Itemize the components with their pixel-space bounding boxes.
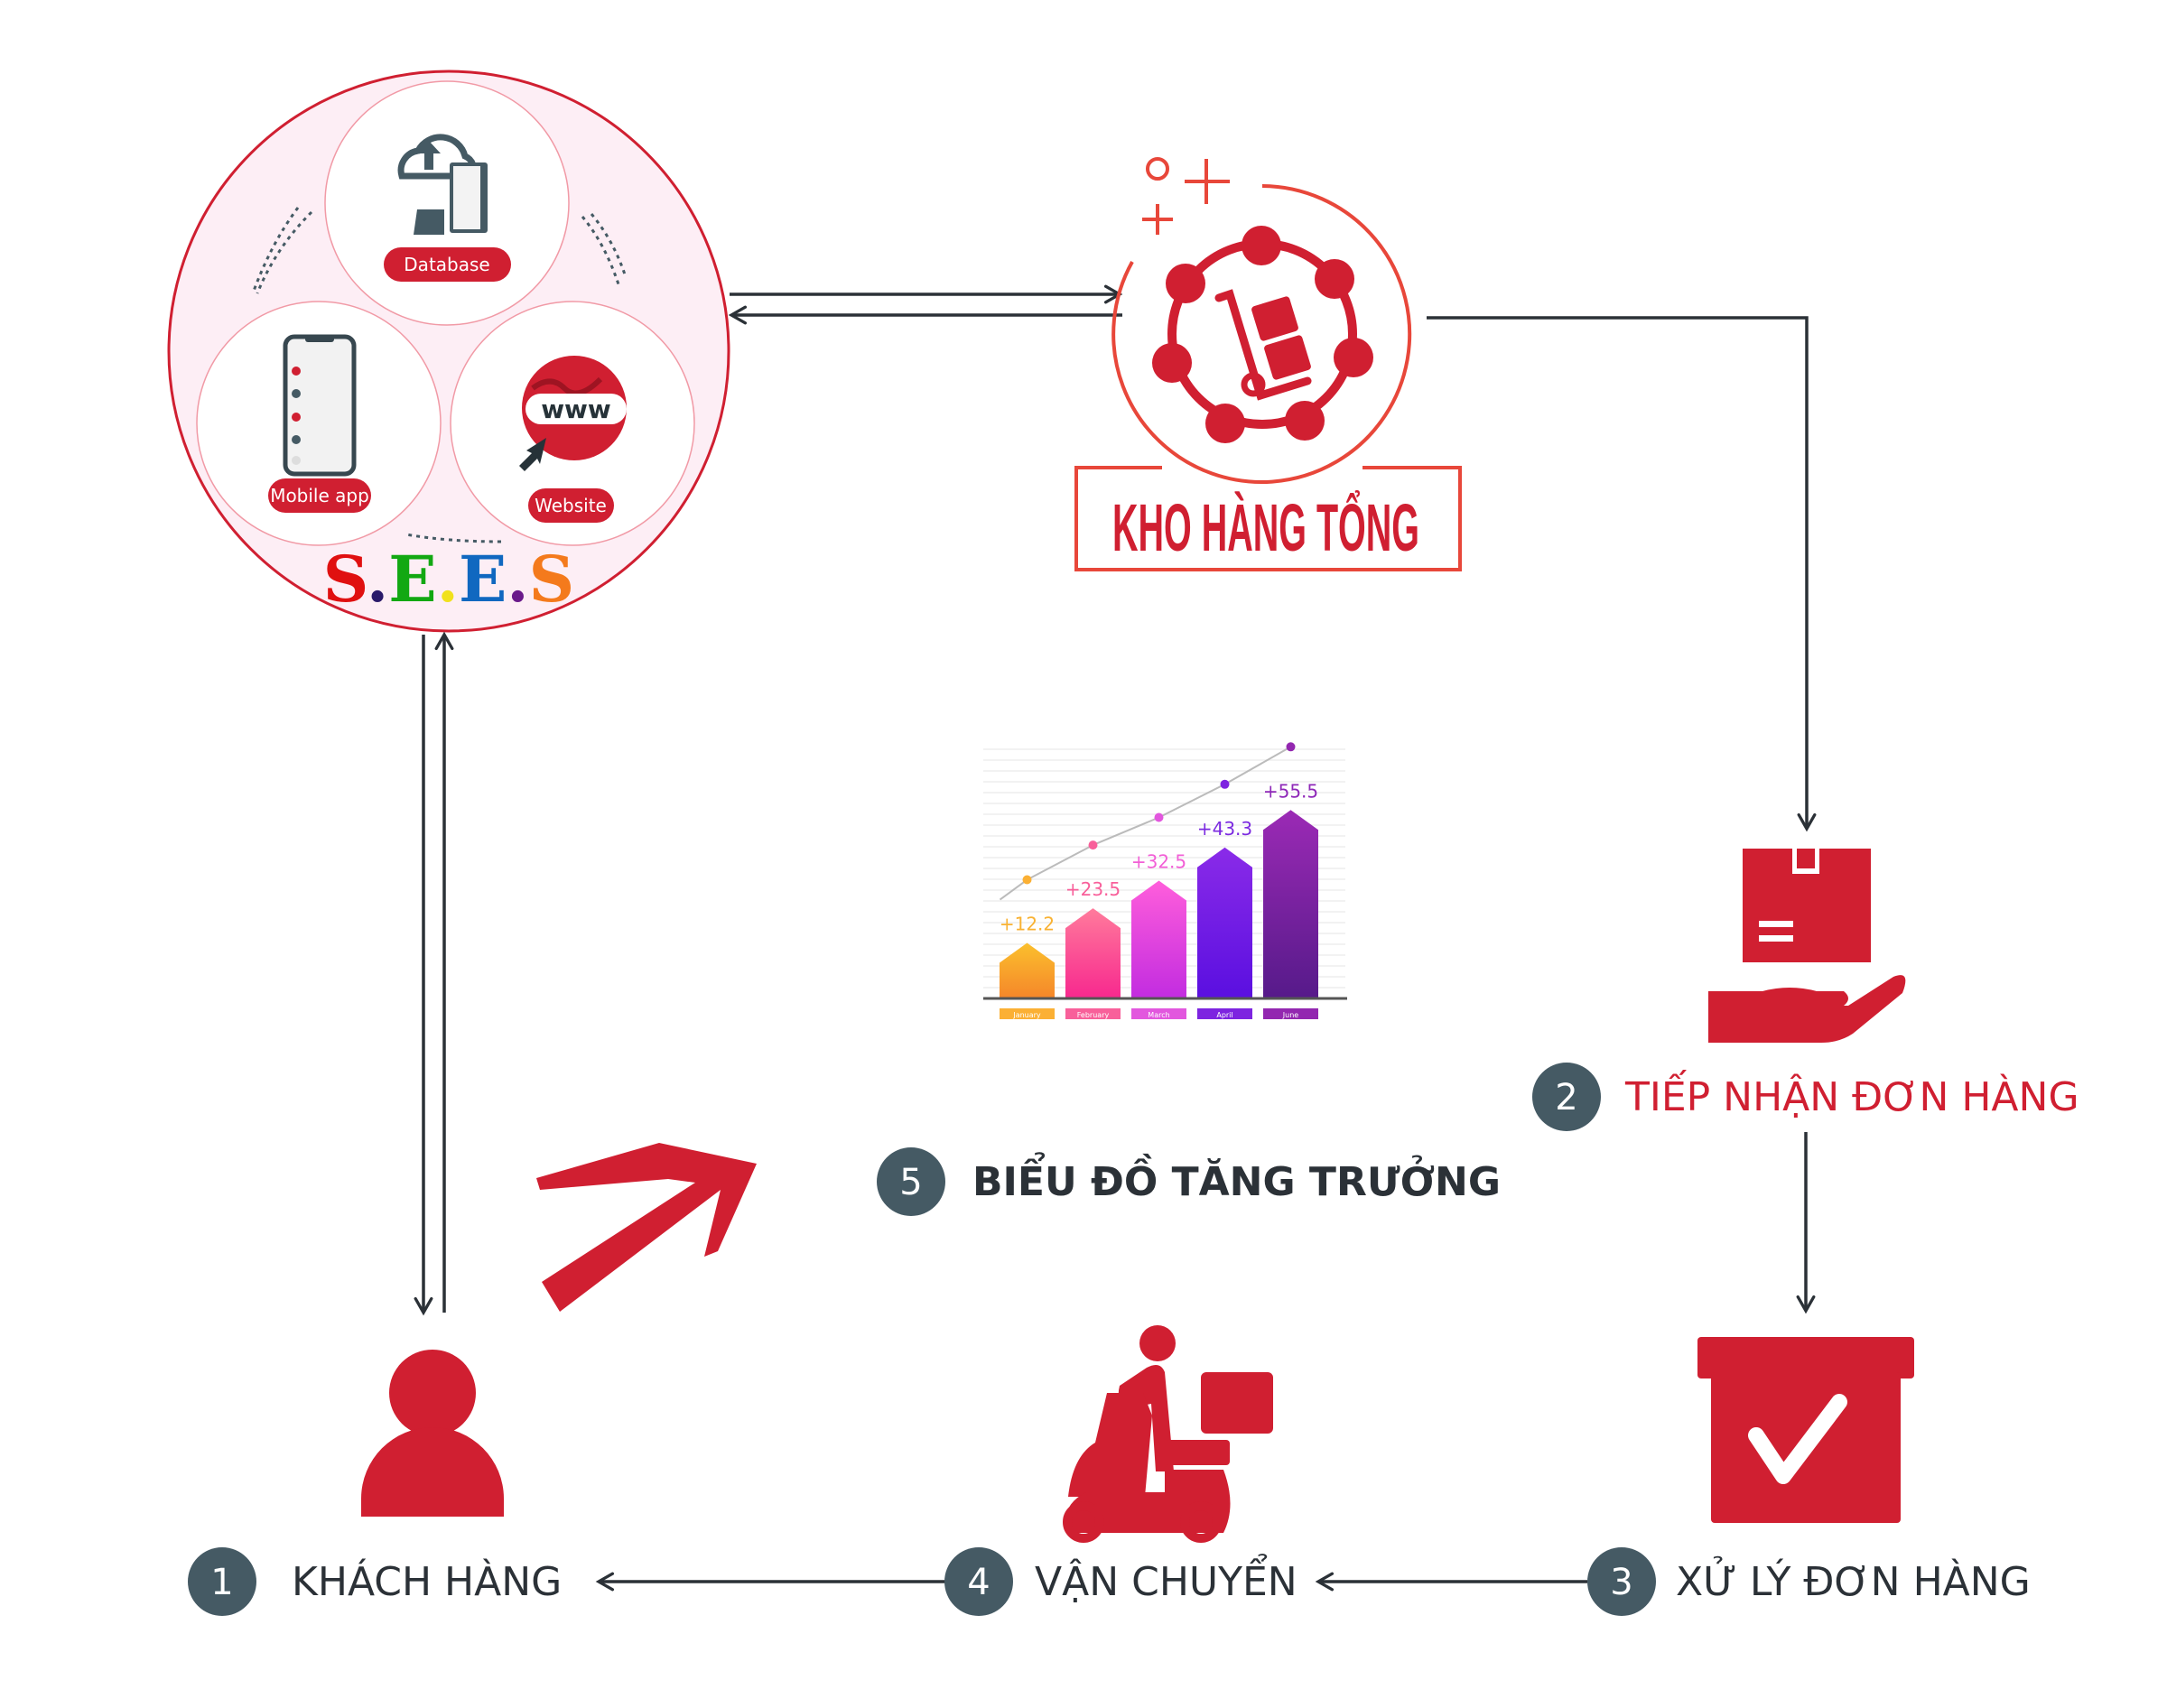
bar-january — [1000, 942, 1055, 998]
step-label: KHÁCH HÀNG — [292, 1557, 562, 1605]
order-receive-icon — [1708, 849, 1906, 1043]
category-tag — [1197, 1008, 1252, 1019]
step-number: 4 — [967, 1562, 990, 1603]
step-badge — [188, 1547, 256, 1616]
step-label: TIẾP NHẬN ĐƠN HÀNG — [1624, 1069, 2079, 1120]
mobile-app-label: Mobile app — [270, 485, 369, 506]
trend-line — [999, 746, 1291, 901]
warehouse-title-frame — [1074, 466, 1462, 571]
website-node: www Website — [450, 301, 695, 546]
step-growth-chart: 5 BIỂU ĐỒ TĂNG TRƯỞNG — [877, 1147, 1501, 1216]
step-number: 5 — [899, 1162, 922, 1203]
hand-truck-icon — [1214, 289, 1312, 401]
step-number: 1 — [210, 1562, 233, 1603]
arrow-warehouse-to-receive — [1427, 316, 1807, 829]
cursor-icon — [519, 438, 546, 471]
growth-arrow-icon — [536, 1143, 757, 1312]
network-nodes — [1152, 226, 1373, 443]
bar-june — [1263, 810, 1318, 998]
smartphone-icon — [283, 334, 357, 477]
database-label: Database — [404, 254, 489, 275]
trend-point — [1022, 875, 1032, 885]
www-text: www — [541, 395, 611, 424]
globe-www-icon: www — [519, 356, 627, 471]
step-badge — [1587, 1547, 1656, 1616]
category-label: February — [1077, 1011, 1110, 1019]
bar-march — [1131, 880, 1186, 998]
category-label: June — [1282, 1011, 1299, 1019]
category-label: March — [1148, 1011, 1169, 1019]
step-badge — [877, 1147, 945, 1216]
sparkle-decoration — [1142, 157, 1230, 235]
step-label: XỬ LÝ ĐƠN HÀNG — [1676, 1555, 2031, 1605]
warehouse-title: KHO HÀNG TỔNG — [1112, 490, 1419, 565]
value-label: +43.3 — [1197, 818, 1252, 840]
category-tag — [1000, 1008, 1055, 1019]
warehouse-hub: KHO HÀNG TỔNG — [1074, 157, 1462, 571]
value-label: +32.5 — [1131, 851, 1186, 873]
database-node: Database — [324, 80, 570, 326]
website-pill — [528, 488, 614, 523]
trend-point — [1220, 779, 1230, 789]
value-label: +55.5 — [1263, 780, 1318, 802]
step-number: 2 — [1555, 1077, 1577, 1119]
step-badge — [1532, 1063, 1601, 1131]
value-label: +23.5 — [1065, 878, 1121, 900]
value-label: +12.2 — [1000, 914, 1055, 935]
step-number: 3 — [1610, 1562, 1632, 1603]
category-label: January — [1012, 1011, 1041, 1019]
step-label: BIỂU ĐỒ TĂNG TRƯỞNG — [972, 1151, 1501, 1205]
delivery-scooter-icon — [1063, 1325, 1273, 1543]
step-label: VẬN CHUYỂN — [1035, 1553, 1297, 1605]
step-customer: 1 KHÁCH HÀNG — [188, 1547, 562, 1616]
step-shipping: 4 VẬN CHUYỂN — [944, 1547, 1297, 1616]
category-tag — [1263, 1008, 1318, 1019]
connectors — [423, 294, 1807, 1582]
step-process-order: 3 XỬ LÝ ĐƠN HÀNG — [1587, 1547, 2031, 1616]
customer-icon — [361, 1350, 504, 1517]
trend-point — [1088, 840, 1098, 850]
category-label: April — [1216, 1011, 1232, 1019]
bar-february — [1065, 908, 1121, 998]
warehouse-ring — [1111, 184, 1412, 484]
sees-logo: S.E.E.S — [323, 542, 574, 617]
trend-point — [1286, 742, 1296, 752]
database-pill — [384, 247, 511, 282]
order-process-icon — [1697, 1337, 1914, 1523]
website-label: Website — [535, 495, 607, 516]
step-receive-order: 2 TIẾP NHẬN ĐƠN HÀNG — [1532, 1063, 2079, 1131]
mobile-app-node: Mobile app — [196, 301, 442, 546]
step-badge — [944, 1547, 1013, 1616]
category-tag — [1131, 1008, 1186, 1019]
cycle-arrows — [251, 207, 628, 543]
category-tag — [1065, 1008, 1121, 1019]
cloud-database-icon — [397, 134, 488, 235]
trend-point — [1154, 812, 1164, 822]
bar-april — [1197, 847, 1252, 998]
sees-system-circle: Database Mobile app www — [167, 70, 730, 633]
mobile-app-pill — [268, 478, 371, 513]
